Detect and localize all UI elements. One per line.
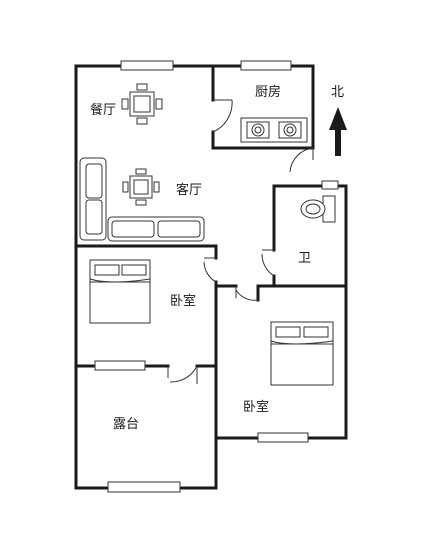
window-bedroom-2 [257, 432, 309, 443]
door-terrace [167, 365, 198, 383]
window-kitchen [240, 60, 292, 71]
room-label-bedroom-2: 卧室 [243, 399, 269, 415]
coffee-table-icon [122, 168, 160, 206]
window-bathroom [321, 180, 339, 190]
door-hall [203, 257, 217, 283]
window-bedroom-1 [94, 360, 146, 371]
room-label-kitchen: 厨房 [255, 84, 281, 100]
bed-icon-bedroom-1 [89, 259, 151, 324]
room-label-dining: 餐厅 [90, 102, 116, 118]
window-terrace [107, 481, 181, 493]
window-dining [120, 60, 174, 71]
room-label-living: 客厅 [176, 182, 202, 198]
door-entrance [289, 147, 314, 173]
room-label-terrace: 露台 [113, 417, 139, 432]
door-bathroom [261, 249, 275, 277]
room-label-bedroom-1: 卧室 [170, 293, 196, 309]
dining-table-icon [121, 83, 163, 125]
toilet-icon [300, 195, 336, 223]
north-label: 北 [331, 85, 344, 100]
door-kitchen [212, 99, 233, 133]
north-arrow-icon [329, 107, 347, 156]
room-label-bathroom: 卫 [298, 251, 311, 266]
windows [94, 60, 339, 493]
bed-icon-bedroom-2 [270, 321, 334, 386]
door-bedroom-2 [235, 286, 259, 301]
stove-icon [240, 117, 308, 143]
sofa-icon [79, 157, 205, 242]
doors [167, 99, 314, 384]
